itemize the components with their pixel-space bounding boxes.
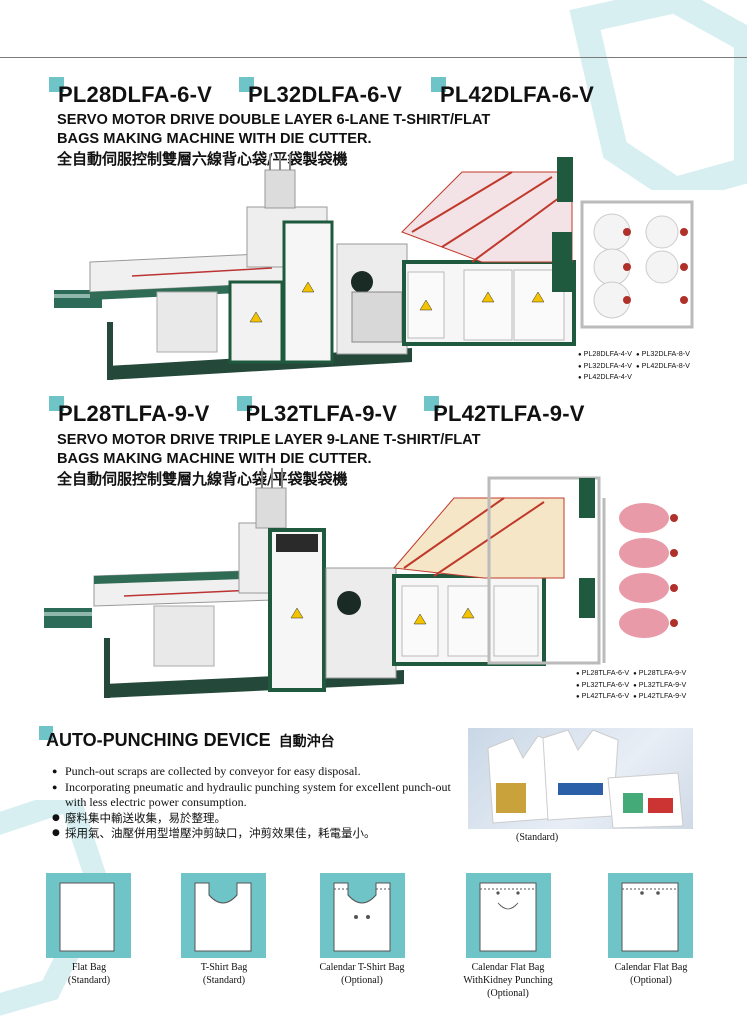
section2-subtitle: SERVO MOTOR DRIVE TRIPLE LAYER 9-LANE T-…	[57, 432, 481, 467]
bullet-item: 廢料集中輸送收集，易於整理。	[52, 811, 452, 827]
model-code: PL28TLFA-9-V	[49, 396, 210, 427]
calendar-flat-bag-icon	[621, 882, 679, 952]
photo-caption: (Standard)	[516, 832, 559, 843]
top-divider	[0, 57, 747, 58]
auto-punching-bullets: Punch-out scraps are collected by convey…	[52, 764, 452, 842]
model-list-item: PL28TLFA-9-V	[633, 668, 687, 680]
bag-caption: T-Shirt Bag(Standard)	[200, 962, 248, 986]
model-list-item: PL32TLFA-6-V	[576, 680, 630, 692]
flat-bag-icon	[59, 882, 115, 952]
model-list-item: PL28TLFA-6-V	[576, 668, 630, 680]
section1-title-row: PL28DLFA-6-V PL32DLFA-6-V PL42DLFA-6-V	[46, 77, 594, 108]
model-code: PL42TLFA-9-V	[424, 396, 585, 427]
bag-caption: Calendar Flat Bag(Optional)	[614, 962, 688, 986]
double-layer-machine-image	[54, 154, 694, 380]
section1-subtitle: SERVO MOTOR DRIVE DOUBLE LAYER 6-LANE T-…	[57, 112, 491, 147]
model-code: PL28DLFA-6-V	[49, 77, 212, 108]
calendar-flat-bag-diagram	[608, 873, 693, 958]
model-list-item: PL32TLFA-9-V	[633, 680, 687, 692]
calendar-flat-bag-kidney-icon	[479, 882, 537, 952]
section2-title-row: PL28TLFA-9-V PL32TLFA-9-V PL42TLFA-9-V	[46, 396, 585, 427]
model-code: PL32DLFA-6-V	[238, 77, 402, 108]
bullet-item: Incorporating pneumatic and hydraulic pu…	[52, 780, 452, 811]
model-list-item: PL42TLFA-6-V	[576, 691, 630, 703]
model-list-item: PL42TLFA-9-V	[633, 691, 687, 703]
bullet-item: Punch-out scraps are collected by convey…	[52, 764, 452, 780]
t-shirt-bag-diagram	[181, 873, 266, 958]
decorative-hexagon-top	[569, 0, 747, 190]
sample-bags-image	[487, 729, 684, 829]
model-list-item: PL42DLFA-8-V	[636, 361, 690, 373]
model-list-item: PL42DLFA-4-V	[578, 372, 632, 384]
triple-layer-machine-image	[44, 468, 678, 698]
calendar-t-shirt-bag-diagram	[320, 873, 405, 958]
model-code: PL32TLFA-9-V	[236, 396, 398, 427]
bag-caption: Flat Bag(Standard)	[67, 962, 111, 986]
t-shirt-bag-icon	[194, 882, 252, 952]
calendar-t-shirt-bag-icon	[333, 882, 391, 952]
calendar-flat-bag-kidney-diagram	[466, 873, 551, 958]
flat-bag-diagram	[46, 873, 131, 958]
section2-chinese-title: 全自動伺服控制雙層九線背心袋/平袋製袋機	[57, 470, 348, 488]
model-list-item: PL32DLFA-8-V	[636, 349, 690, 361]
bag-caption: Calendar T-Shirt Bag(Optional)	[319, 962, 405, 986]
model-list-item: PL32DLFA-4-V	[578, 361, 632, 373]
sample-bags-photo	[468, 728, 693, 829]
section1-chinese-title: 全自動伺服控制雙層六線背心袋/平袋製袋機	[57, 150, 348, 168]
bullet-item: 採用氣、油壓併用型增壓沖剪缺口，沖剪效果佳，耗電量小。	[52, 826, 452, 842]
section2-model-list: PL28TLFA-6-V PL28TLFA-9-V PL32TLFA-6-V P…	[576, 668, 687, 703]
model-code: PL42DLFA-6-V	[430, 77, 594, 108]
model-list-item: PL28DLFA-4-V	[578, 349, 632, 361]
section1-model-list: PL28DLFA-4-V PL32DLFA-8-V PL32DLFA-4-V P…	[578, 349, 690, 384]
